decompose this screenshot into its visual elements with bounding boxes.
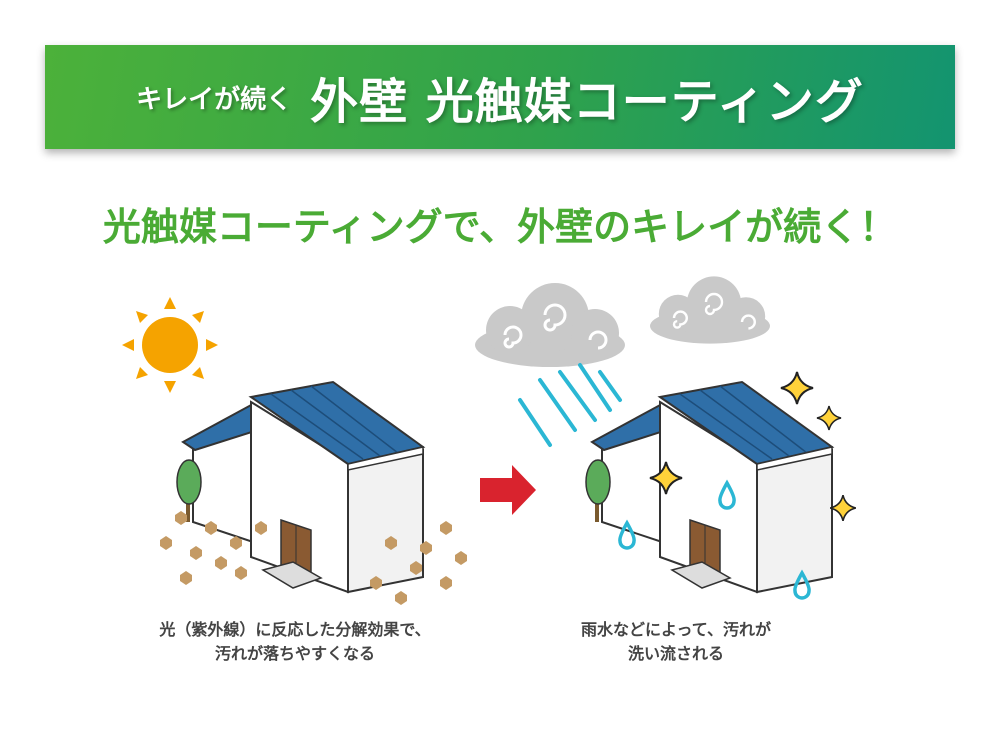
sun-icon bbox=[122, 297, 218, 393]
caption-right-line2: 洗い流される bbox=[627, 644, 724, 663]
dirt-particles bbox=[160, 511, 467, 605]
rain-lines bbox=[518, 363, 622, 447]
subtitle: 光触媒コーティングで、外壁のキレイが続く！ bbox=[102, 205, 898, 249]
banner-title: 外壁 光触媒コーティング bbox=[310, 74, 864, 130]
clean-house bbox=[585, 381, 833, 593]
caption-right: 雨水などによって、汚れが 洗い流される bbox=[486, 618, 866, 666]
dirty-house bbox=[176, 381, 424, 593]
cloud-icon bbox=[648, 275, 772, 345]
banner-lead: キレイが続く bbox=[136, 84, 293, 115]
caption-left: 光（紫外線）に反応した分解効果で、 汚れが落ちやすくなる bbox=[105, 618, 485, 666]
caption-left-line2: 汚れが落ちやすくなる bbox=[214, 644, 375, 663]
arrow-right-icon bbox=[480, 465, 536, 515]
rain-cloud-icon bbox=[473, 281, 627, 369]
caption-right-line1: 雨水などによって、汚れが bbox=[581, 620, 771, 639]
title-banner: キレイが続く 外壁 光触媒コーティング bbox=[45, 45, 955, 149]
caption-left-line1: 光（紫外線）に反応した分解効果で、 bbox=[159, 620, 431, 639]
